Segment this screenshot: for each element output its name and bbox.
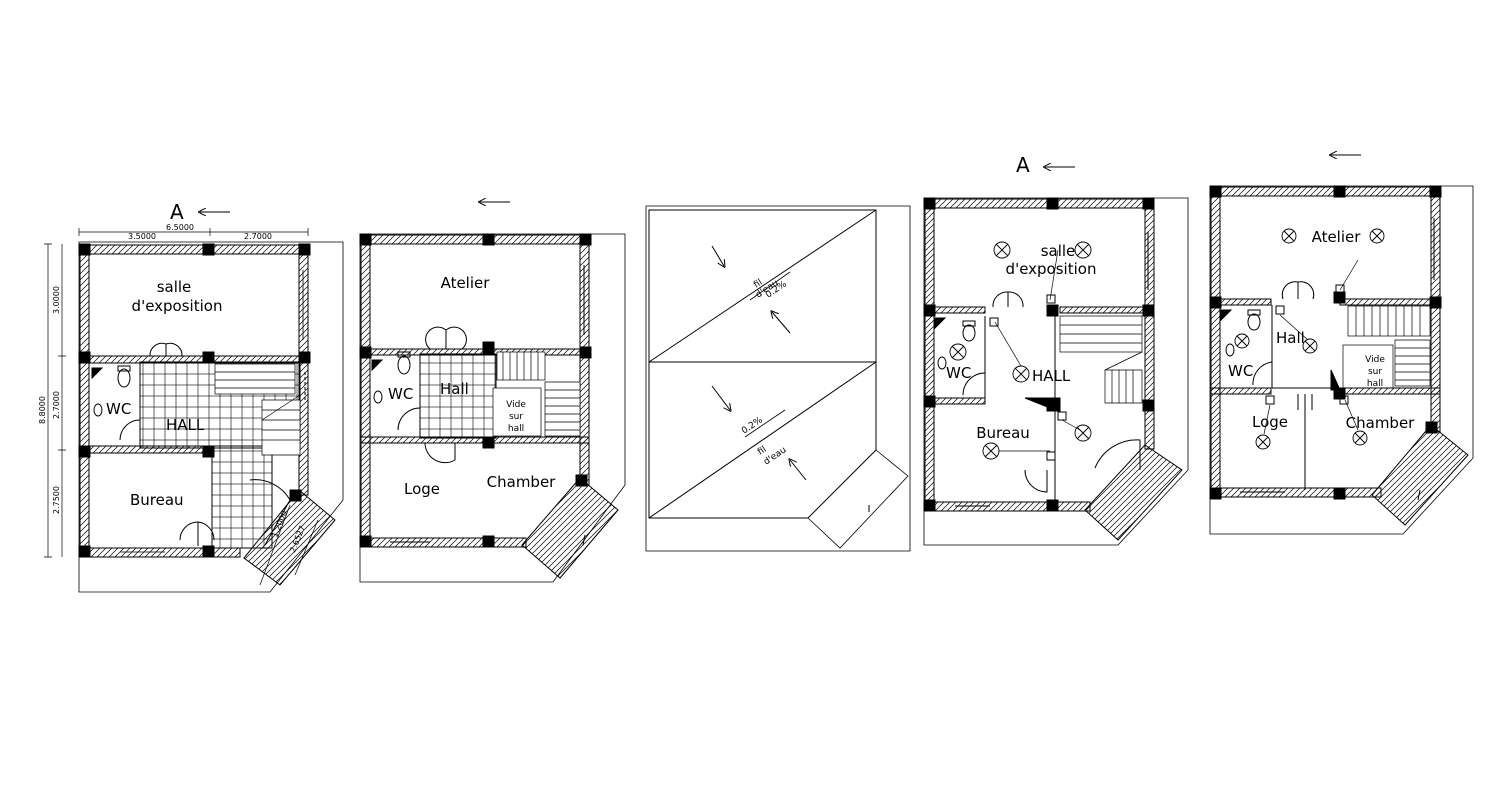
room-salle-line2: d'exposition <box>132 297 223 315</box>
section-marker-4: A <box>1016 153 1030 177</box>
room-salle-line2-4: d'exposition <box>1006 260 1097 278</box>
dim-h-top: 3.0000 <box>52 286 61 314</box>
dim-left-width: 3.5000 <box>128 232 156 241</box>
vide-label-3: hall <box>508 424 524 434</box>
plan-2-upper-floor <box>359 233 626 583</box>
dim-h-bot: 2.7500 <box>52 486 61 514</box>
vide-label-1: Vide <box>506 400 526 410</box>
room-hall-2: Hall <box>440 380 469 398</box>
plan-4-ground-electrical <box>923 197 1189 546</box>
roof-eau-label-2: d'eau <box>762 445 788 467</box>
room-chamber-5: Chamber <box>1346 414 1416 432</box>
room-wc-1: WC <box>106 400 131 418</box>
room-hall-5: Hall <box>1276 329 1305 347</box>
roof-slope-2: 0.2% <box>740 415 765 436</box>
room-salle-line1-4: salle <box>1041 242 1076 260</box>
room-salle-line1: salle <box>157 278 192 296</box>
room-bureau-1: Bureau <box>130 491 184 509</box>
room-bureau-4: Bureau <box>976 424 1030 442</box>
room-loge-5: Loge <box>1252 413 1288 431</box>
room-atelier-2: Atelier <box>441 274 491 292</box>
room-hall-1: HALL <box>166 416 205 434</box>
dim-right-width: 2.7000 <box>244 232 272 241</box>
plan-5-upper-electrical <box>1209 185 1474 535</box>
room-loge-2: Loge <box>404 480 440 498</box>
room-chamber-2: Chamber <box>487 473 557 491</box>
dim-total-height: 8.8000 <box>38 396 47 424</box>
room-wc-2: WC <box>388 385 413 403</box>
room-atelier-5: Atelier <box>1312 228 1362 246</box>
vide-label-5-1: Vide <box>1365 355 1385 365</box>
vide-label-2: sur <box>509 412 523 422</box>
plan-1-ground-floor <box>44 228 344 593</box>
dim-total-width: 6.5000 <box>166 223 194 232</box>
plan-3-roof <box>645 205 911 552</box>
vide-label-5-2: sur <box>1368 367 1382 377</box>
vide-label-5-3: hall <box>1367 379 1383 389</box>
room-wc-4: WC <box>946 364 971 382</box>
section-marker-1: A <box>170 200 184 224</box>
dim-h-mid: 2.7000 <box>52 391 61 419</box>
room-wc-5: WC <box>1228 362 1253 380</box>
room-hall-4: HALL <box>1032 367 1071 385</box>
